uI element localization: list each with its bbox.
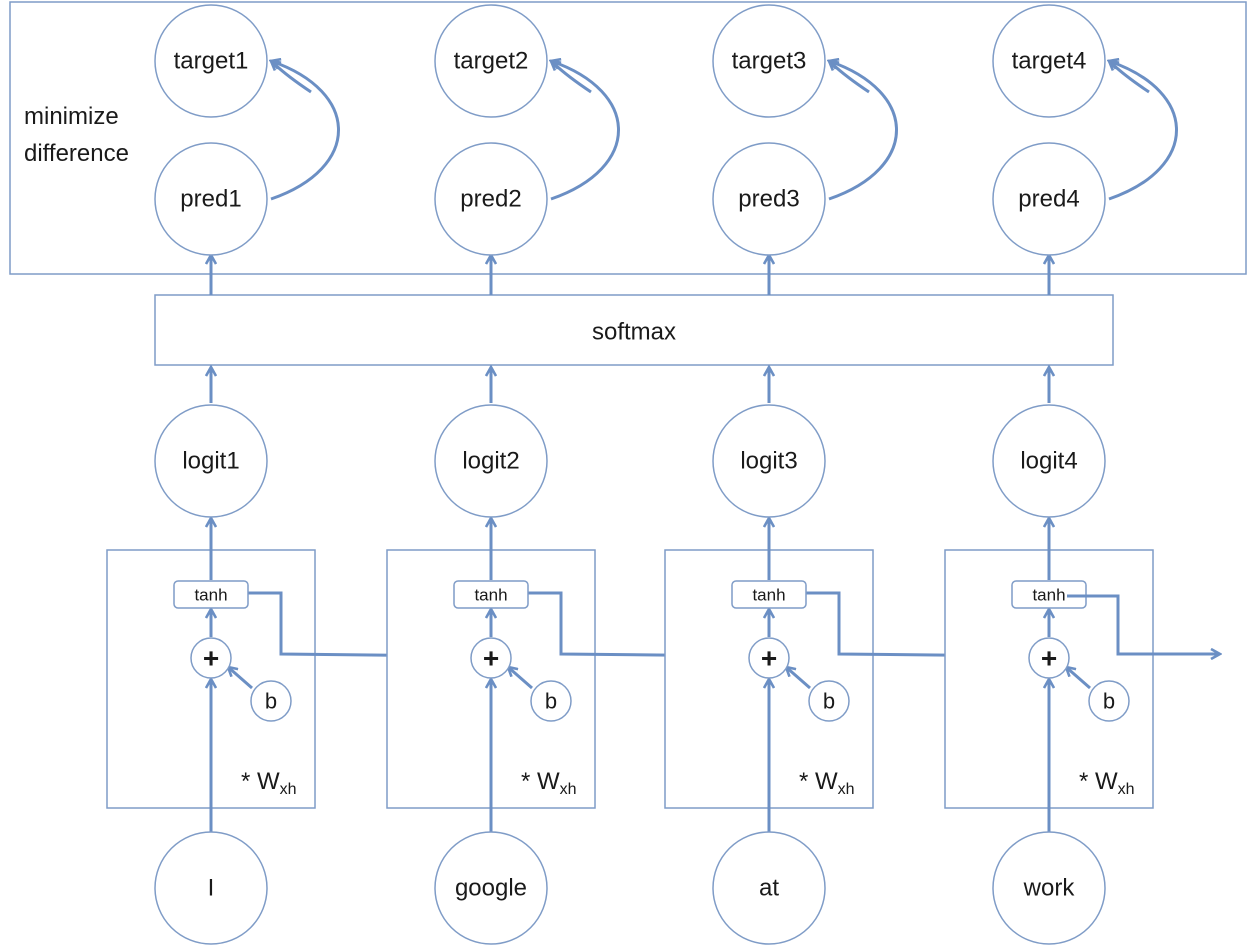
bias-node-2 <box>530 680 572 722</box>
hidden-state-arrow-3 <box>806 591 1027 656</box>
bias-to-sum-arrow-1 <box>228 667 253 690</box>
logit-node-3 <box>712 404 826 518</box>
pred-node-4 <box>992 142 1106 256</box>
tanh-box-2 <box>453 580 529 609</box>
tanh-label-4: tanh <box>1032 586 1065 605</box>
difference-arrow-head-4 <box>1109 61 1150 94</box>
sum-node-2 <box>470 637 512 679</box>
target-node-2 <box>434 4 548 118</box>
pred-label-2: pred2 <box>460 186 521 213</box>
input-node-4 <box>992 831 1106 945</box>
target-node-4 <box>992 4 1106 118</box>
target-node-1 <box>154 4 268 118</box>
sum-label-4: + <box>1041 643 1057 674</box>
wxh-label-2: * Wxh <box>521 768 577 798</box>
logit-node-4 <box>992 404 1106 518</box>
wxh-label-3: * Wxh <box>799 768 855 798</box>
logit-label-2: logit2 <box>462 448 519 475</box>
input-label-1: I <box>208 875 215 902</box>
input-node-2 <box>434 831 548 945</box>
difference-arrow-head-2 <box>551 61 592 94</box>
minimize-label-line1: minimize <box>24 103 119 130</box>
logit-node-1 <box>154 404 268 518</box>
sum-label-1: + <box>203 643 219 674</box>
minimize-label-line2: difference <box>24 140 129 167</box>
wxh-label-1: * Wxh <box>241 768 297 798</box>
logit-label-4: logit4 <box>1020 448 1077 475</box>
difference-arrow-1 <box>271 61 340 201</box>
logit-node-2 <box>434 404 548 518</box>
tanh-label-1: tanh <box>194 586 227 605</box>
difference-arrow-3 <box>829 61 898 201</box>
bias-label-1: b <box>265 689 277 714</box>
bias-label-3: b <box>823 689 835 714</box>
target-label-4: target4 <box>1012 48 1087 75</box>
bias-label-4: b <box>1103 689 1115 714</box>
pred-node-3 <box>712 142 826 256</box>
softmax-label: softmax <box>592 319 676 346</box>
bias-to-sum-arrow-2 <box>508 667 533 690</box>
sum-node-4 <box>1028 637 1070 679</box>
sum-label-2: + <box>483 643 499 674</box>
hidden-state-arrow-1 <box>248 591 469 656</box>
input-label-4: work <box>1023 875 1076 902</box>
input-label-3: at <box>759 875 779 902</box>
target-label-3: target3 <box>732 48 807 75</box>
target-label-1: target1 <box>174 48 249 75</box>
bias-node-1 <box>250 680 292 722</box>
bias-to-sum-arrow-4 <box>1066 667 1091 690</box>
tanh-box-1 <box>173 580 249 609</box>
target-node-3 <box>712 4 826 118</box>
difference-arrow-head-1 <box>271 61 312 94</box>
pred-label-4: pred4 <box>1018 186 1079 213</box>
input-node-1 <box>154 831 268 945</box>
difference-arrow-4 <box>1109 61 1178 201</box>
tanh-box-3 <box>731 580 807 609</box>
pred-node-1 <box>154 142 268 256</box>
hidden-state-arrow-2 <box>528 591 747 656</box>
pred-node-2 <box>434 142 548 256</box>
wxh-label-4: * Wxh <box>1079 768 1135 798</box>
final-hidden-arrow <box>1067 594 1220 654</box>
sum-node-1 <box>190 637 232 679</box>
tanh-label-2: tanh <box>474 586 507 605</box>
softmax-box <box>154 294 1114 366</box>
target-label-2: target2 <box>454 48 529 75</box>
difference-arrow-head-3 <box>829 61 870 94</box>
logit-label-3: logit3 <box>740 448 797 475</box>
input-node-3 <box>712 831 826 945</box>
bias-node-3 <box>808 680 850 722</box>
input-label-2: google <box>455 875 527 902</box>
bias-label-2: b <box>545 689 557 714</box>
pred-label-1: pred1 <box>180 186 241 213</box>
pred-label-3: pred3 <box>738 186 799 213</box>
difference-arrow-2 <box>551 61 620 201</box>
logit-label-1: logit1 <box>182 448 239 475</box>
tanh-label-3: tanh <box>752 586 785 605</box>
sum-node-3 <box>748 637 790 679</box>
bias-node-4 <box>1088 680 1130 722</box>
bias-to-sum-arrow-3 <box>786 667 811 690</box>
sum-label-3: + <box>761 643 777 674</box>
